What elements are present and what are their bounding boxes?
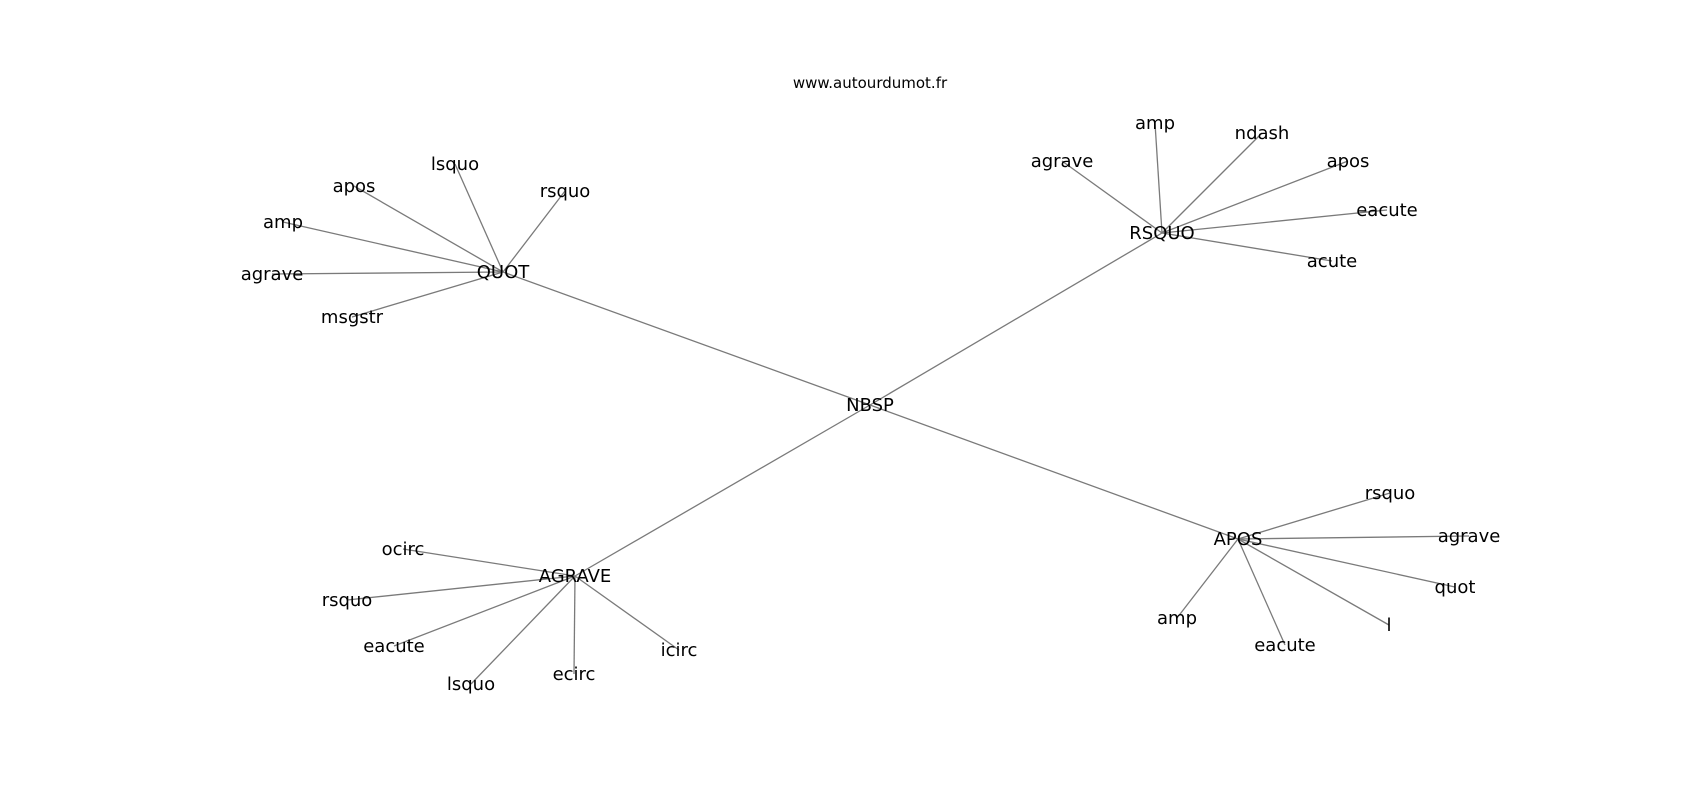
edge-hub-to-leaf [346, 575, 576, 601]
node-hub: RSQUO [1129, 223, 1194, 244]
edge-hub-to-leaf [1154, 122, 1163, 234]
edge-center-to-hub [574, 404, 871, 577]
edge-hub-to-leaf [1237, 535, 1470, 540]
node-leaf: msgstr [321, 307, 384, 328]
node-hub: APOS [1214, 529, 1263, 550]
node-leaf: amp [1157, 608, 1197, 629]
edge-hub-to-leaf [1176, 538, 1239, 619]
node-hub: AGRAVE [539, 566, 612, 587]
edge-hub-to-leaf [454, 163, 504, 273]
node-leaf: amp [1135, 113, 1175, 134]
edge-hub-to-leaf [1061, 160, 1163, 234]
edge-hub-to-leaf [393, 575, 576, 647]
node-leaf: lsquo [447, 674, 495, 695]
node-leaf: amp [263, 212, 303, 233]
site-url-label: www.autourdumot.fr [793, 74, 948, 92]
edge-hub-to-leaf [402, 548, 576, 577]
edge-center-to-hub [869, 404, 1239, 540]
edge-hub-to-leaf [282, 221, 504, 273]
edge-hub-to-leaf [573, 575, 576, 675]
node-labels: NBSP QUOT lsquo apos rsquo amp agrave msgstr RSQ… [241, 113, 1501, 695]
node-leaf: agrave [1031, 151, 1094, 172]
node-leaf: agrave [241, 264, 304, 285]
node-leaf: apos [333, 176, 376, 197]
node-leaf: rsquo [1365, 483, 1416, 504]
node-leaf: quot [1435, 577, 1476, 598]
node-leaf: ndash [1235, 123, 1290, 144]
edge-hub-to-leaf [1161, 132, 1263, 234]
edge-hub-to-leaf [1237, 538, 1286, 646]
node-leaf: rsquo [540, 181, 591, 202]
node-leaf: rsquo [322, 590, 373, 611]
node-leaf: icirc [661, 640, 698, 661]
edge-hub-to-leaf [353, 185, 504, 273]
node-leaf: lsquo [431, 154, 479, 175]
edge-hub-to-leaf [1161, 209, 1388, 234]
edge-hub-to-leaf [502, 190, 566, 273]
node-leaf: ecirc [553, 664, 596, 685]
node-hub: QUOT [477, 262, 531, 283]
edge-hub-to-leaf [574, 575, 680, 651]
node-leaf: eacute [1356, 200, 1418, 221]
edge-hub-to-leaf [1161, 232, 1333, 262]
edge-hub-to-leaf [1237, 492, 1391, 540]
node-leaf: ocirc [382, 539, 425, 560]
edge-center-to-hub [502, 271, 871, 406]
edge-hub-to-leaf [1161, 160, 1349, 234]
node-leaf: l [1386, 615, 1391, 636]
node-center: NBSP [846, 395, 894, 416]
node-leaf: agrave [1438, 526, 1501, 547]
node-leaf: eacute [1254, 635, 1316, 656]
edge-center-to-hub [869, 232, 1163, 406]
edges [271, 122, 1470, 685]
node-leaf: acute [1307, 251, 1357, 272]
edge-hub-to-leaf [1237, 538, 1390, 626]
node-leaf: apos [1327, 151, 1370, 172]
node-leaf: eacute [363, 636, 425, 657]
edge-hub-to-leaf [470, 575, 576, 685]
edge-hub-to-leaf [1237, 538, 1456, 588]
edge-hub-to-leaf [351, 271, 504, 318]
edge-hub-to-leaf [271, 271, 504, 275]
